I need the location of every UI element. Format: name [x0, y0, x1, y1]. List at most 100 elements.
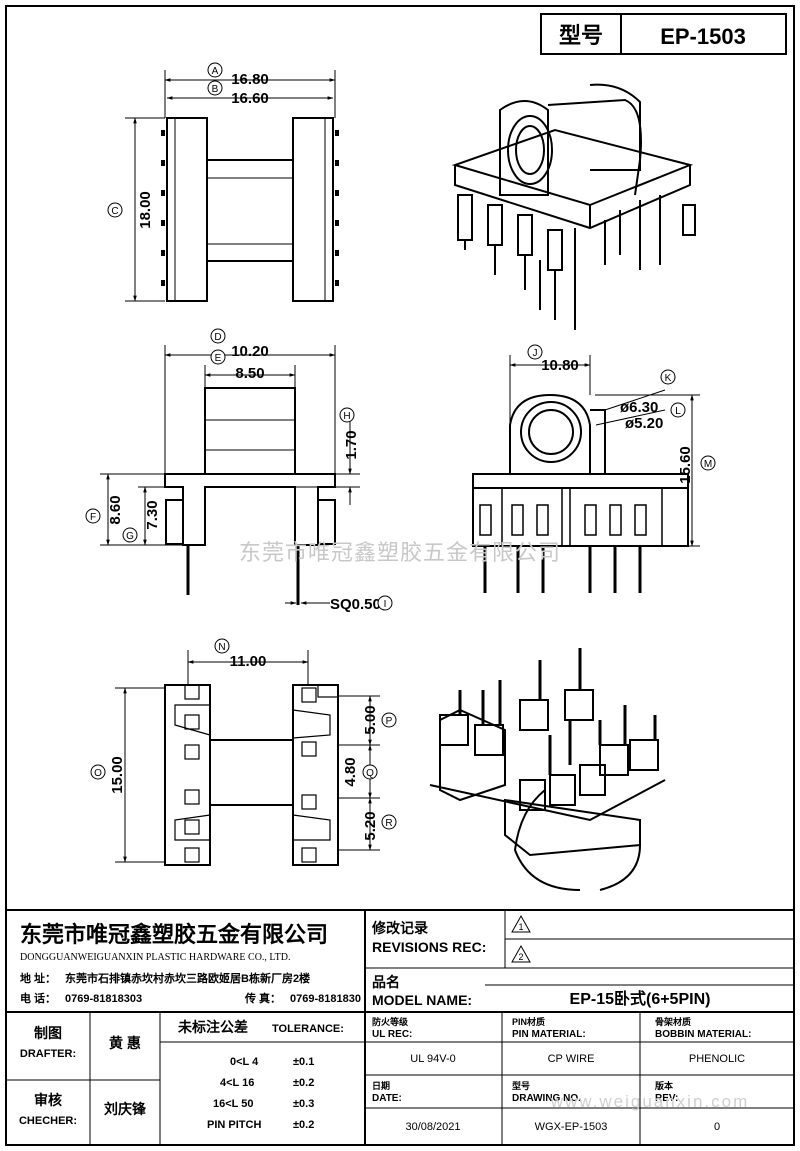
tolerance-range-3: 16<L 50 — [213, 1098, 253, 1110]
tolerance-title-en: TOLERANCE: — [272, 1023, 344, 1035]
svg-text:C: C — [111, 206, 118, 217]
dim-G: G 7.30 — [122, 500, 161, 543]
dims-front — [125, 70, 336, 302]
date-label-cn: 日期 — [372, 1080, 390, 1091]
fax-label: 传 真： — [244, 991, 281, 1005]
pin-label-en: PIN MATERIAL: — [512, 1029, 586, 1040]
fax-value: 0769-8181830 — [290, 993, 361, 1005]
svg-text:I: I — [384, 599, 387, 610]
svg-text:L: L — [675, 406, 681, 417]
drawing-label-en: DRAWING NO. — [512, 1093, 581, 1104]
svg-text:10.20: 10.20 — [231, 343, 269, 360]
svg-text:5.00: 5.00 — [362, 705, 379, 734]
tolerance-range-1: 0<L 4 — [230, 1056, 259, 1068]
bobbin-label-en: BOBBIN MATERIAL: — [655, 1029, 751, 1040]
bobbin-value: PHENOLIC — [689, 1053, 745, 1065]
svg-text:B: B — [212, 84, 219, 95]
svg-text:1.70: 1.70 — [343, 430, 360, 459]
dim-I: SQ0.50 I — [330, 595, 393, 613]
date-label-en: DATE: — [372, 1093, 402, 1104]
dims-side — [100, 345, 360, 605]
drafter-label-en: DRAFTER: — [20, 1048, 76, 1060]
ul-label-en: UL REC: — [372, 1029, 412, 1040]
svg-text:1: 1 — [518, 922, 523, 932]
view-iso-bottom — [429, 648, 666, 891]
address-value: 东莞市石排镇赤坎村赤坎三路欧姬居B栋新厂房2楼 — [65, 971, 310, 985]
phone-value: 0769-81818303 — [65, 993, 142, 1005]
svg-text:16.80: 16.80 — [231, 71, 269, 88]
dim-D: D 10.20 — [210, 328, 269, 360]
dims-bottom — [115, 650, 380, 863]
svg-text:H: H — [343, 411, 350, 422]
drawing-label-cn: 型号 — [512, 1080, 530, 1091]
dim-J: J 10.80 — [527, 344, 579, 374]
drafter-name: 黄 惠 — [109, 1035, 141, 1051]
svg-text:7.30: 7.30 — [144, 500, 161, 529]
address-label: 地 址： — [20, 971, 56, 985]
model-name-label-en: MODEL NAME: — [372, 992, 472, 1008]
bobbin-label-cn: 骨架材质 — [655, 1016, 691, 1027]
dim-O: O 15.00 — [90, 756, 126, 794]
tolerance-value-2: ±0.2 — [293, 1077, 314, 1089]
sheet-border — [5, 5, 795, 1146]
svg-text:5.20: 5.20 — [362, 811, 379, 840]
dim-M: 15.60 M — [677, 446, 716, 484]
drafter-label-cn: 制图 — [34, 1025, 62, 1041]
svg-text:R: R — [385, 818, 392, 829]
svg-text:11.00: 11.00 — [230, 653, 267, 670]
dim-H: H 1.70 — [339, 407, 360, 460]
svg-text:15.00: 15.00 — [109, 756, 126, 794]
ul-label-cn: 防火等级 — [372, 1016, 409, 1027]
checker-label-en: CHECHER: — [19, 1115, 77, 1127]
svg-text:D: D — [214, 332, 221, 343]
header-model-label: 型号 — [559, 23, 603, 48]
ul-value: UL 94V-0 — [410, 1053, 455, 1065]
model-name-value: EP-15卧式(6+5PIN) — [570, 989, 711, 1008]
view-iso-top — [451, 83, 696, 330]
pin-value: CP WIRE — [548, 1053, 595, 1065]
rev-value: 0 — [714, 1121, 720, 1133]
header-model-box: 型号 EP-1503 — [540, 13, 787, 55]
svg-text:N: N — [218, 642, 225, 653]
dims-end — [509, 355, 700, 547]
svg-text:8.50: 8.50 — [235, 365, 264, 382]
date-value: 30/08/2021 — [405, 1121, 460, 1133]
view-side — [164, 387, 336, 605]
title-block — [6, 909, 794, 1145]
tolerance-value-1: ±0.1 — [293, 1056, 314, 1068]
phone-label: 电 话： — [20, 991, 56, 1005]
drawing-value: WGX-EP-1503 — [535, 1121, 608, 1133]
revisions-label-en: REVISIONS REC: — [372, 939, 486, 955]
tolerance-title-cn: 未标注公差 — [178, 1019, 248, 1035]
svg-text:J: J — [533, 348, 538, 359]
svg-text:Q: Q — [366, 768, 374, 779]
dim-Q: 4.80 Q — [342, 757, 378, 787]
model-name-label-cn: 品名 — [372, 974, 400, 990]
company-name-en: DONGGUANWEIGUANXIN PLASTIC HARDWARE CO.,… — [20, 952, 290, 963]
svg-text:SQ0.50: SQ0.50 — [330, 596, 381, 613]
dim-C: C 18.00 — [107, 191, 154, 229]
svg-text:G: G — [126, 531, 134, 542]
dim-F: F 8.60 — [85, 495, 124, 525]
watermark-website: www.weiguanxin.com — [550, 1092, 750, 1111]
svg-text:ø5.20: ø5.20 — [625, 415, 663, 432]
tolerance-range-4: PIN PITCH — [207, 1119, 261, 1131]
svg-text:K: K — [665, 373, 672, 384]
tolerance-range-2: 4<L 16 — [220, 1077, 254, 1089]
svg-text:F: F — [90, 512, 96, 523]
watermark-company: 东莞市唯冠鑫塑胶五金有限公司 — [239, 540, 561, 565]
svg-text:16.60: 16.60 — [231, 90, 269, 107]
svg-text:M: M — [704, 459, 712, 470]
dim-E: E 8.50 — [210, 349, 265, 382]
header-model-value: EP-1503 — [660, 24, 746, 49]
dim-A: A 16.80 — [207, 62, 269, 88]
view-front — [161, 117, 339, 302]
svg-text:4.80: 4.80 — [342, 757, 359, 786]
dim-L: ø5.20 L — [625, 402, 686, 432]
checker-label-cn: 审核 — [34, 1092, 62, 1108]
dim-P: 5.00 P — [362, 705, 397, 735]
pin-label-cn: PIN材质 — [512, 1016, 545, 1027]
company-name-cn: 东莞市唯冠鑫塑胶五金有限公司 — [20, 922, 328, 947]
svg-text:18.00: 18.00 — [137, 191, 154, 229]
